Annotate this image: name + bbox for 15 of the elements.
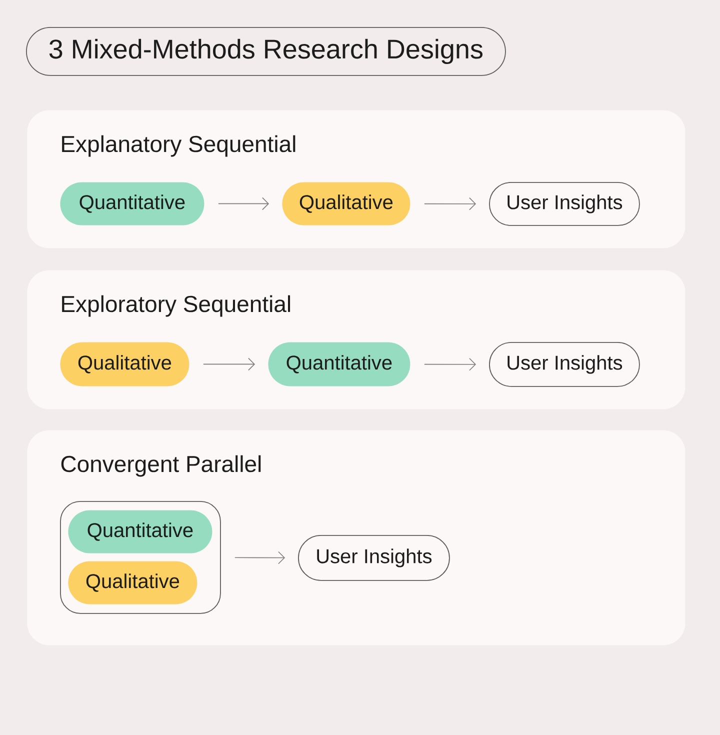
pill: Quantitative	[268, 342, 410, 386]
outlined-pill: User Insights	[489, 342, 640, 387]
arrow	[424, 197, 476, 210]
pill: Qualitative	[60, 342, 190, 386]
arrow	[234, 551, 285, 564]
outlined-pill: User Insights	[489, 182, 640, 226]
pill: Qualitative	[282, 182, 410, 226]
pill: Qualitative	[68, 561, 198, 604]
arrow	[424, 358, 476, 371]
title-pill: 3 Mixed-Methods Research Designs	[26, 27, 506, 76]
outlined-pill: User Insights	[298, 535, 450, 581]
arrow	[218, 197, 269, 210]
pill: Quantitative	[60, 182, 204, 226]
arrow	[203, 358, 255, 371]
pill: Quantitative	[68, 510, 212, 554]
